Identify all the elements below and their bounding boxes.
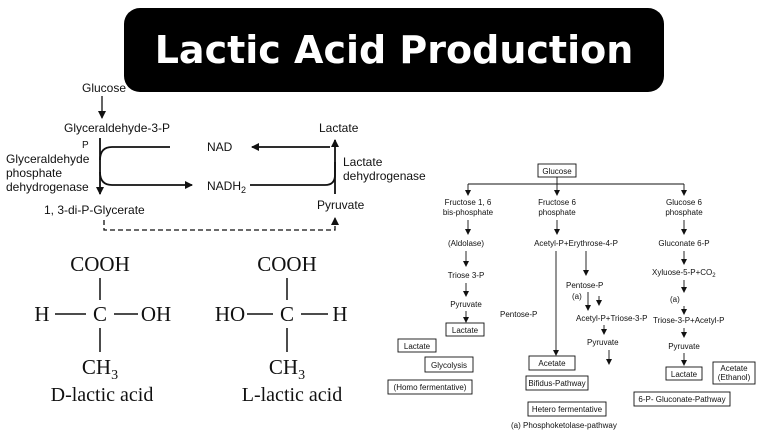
arc-nadh-pyruvate (250, 162, 336, 186)
rp-glycolysis: Glycolysis (431, 361, 467, 370)
d-cooh: COOH (70, 252, 130, 276)
gluconate-pathway-box (633, 391, 731, 407)
page-title: Lactic Acid Production (154, 28, 634, 72)
rp-a-mark-1: (a) (572, 292, 582, 301)
l-cooh: COOH (257, 252, 317, 276)
rp-pentose-left: Pentose-P (500, 310, 537, 319)
lactate-box-3 (665, 366, 703, 381)
rp-g6p-1: Glucose 6 (666, 198, 703, 207)
d-lactic-acid-structure: COOH H C OH CH3 D-lactic acid (34, 252, 171, 406)
fermentation-pathways: Glucose Fructose 1, 6 bis-phosphate (Ald… (387, 163, 756, 430)
rp-phosphoketolase: (a) Phosphoketolase-pathway (511, 421, 617, 430)
lactate-box-2 (397, 338, 437, 353)
rp-a-mark-2: (a) (670, 295, 680, 304)
rp-ethanol: (Ethanol) (718, 373, 751, 382)
rp-lactate-2: Lactate (404, 342, 431, 351)
glycolysis-cycle: Glucose Glyceraldehyde-3-P P Glyceraldeh… (6, 81, 426, 231)
glucose-label: Glucose (82, 81, 126, 95)
rp-pentose: Pentose-P (566, 281, 603, 290)
l-c: C (280, 302, 294, 326)
bifidus-box (525, 375, 589, 391)
rp-homo-fermentative: (Homo fermentative) (394, 383, 467, 392)
rp-acetyl-triose: Acetyl-P+Triose-3-P (576, 314, 648, 323)
rp-triose: Triose 3-P (448, 271, 485, 280)
l-h: H (332, 302, 347, 326)
d-lactic-acid-name: D-lactic acid (51, 384, 154, 406)
rp-g6p-2: phosphate (665, 208, 703, 217)
phosphate-mark: P (82, 140, 89, 151)
lactate-box-1 (445, 322, 485, 337)
l-ch3: CH3 (269, 355, 305, 383)
rp-triose-acetyl: Triose-3-P+Acetyl-P (653, 316, 725, 325)
rp-gluconate: Gluconate 6-P (658, 239, 709, 248)
enzyme-ldh-line1: Lactate (343, 155, 383, 169)
nadh-label: NADH2 (207, 179, 246, 195)
acetate-box (528, 355, 576, 371)
diphosphoglycerate-label: 1, 3-di-P-Glycerate (44, 203, 145, 217)
rp-hetero-fermentative: Hetero fermentative (532, 405, 603, 414)
rp-f6p-2: phosphate (538, 208, 576, 217)
nad-label: NAD (207, 140, 233, 154)
rp-gluconate-pathway: 6-P- Gluconate-Pathway (638, 395, 725, 404)
arc-nadh (99, 171, 193, 189)
acetate-ethanol-box (712, 361, 756, 385)
title-banner: Lactic Acid Production (124, 8, 664, 92)
rp-xylulose: Xyluose-5-P+CO2 (652, 268, 716, 279)
rp-pyruvate-3: Pyruvate (668, 342, 700, 351)
rp-glucose: Glucose (542, 167, 572, 176)
rp-lactate-3: Lactate (671, 370, 698, 379)
rp-acetyl-erythrose: Acetyl-P+Erythrose-4-P (534, 239, 618, 248)
rp-pyruvate-1: Pyruvate (450, 300, 482, 309)
homo-box (387, 379, 473, 395)
l-ho: HO (215, 302, 245, 326)
rp-f16bp-2: bis-phosphate (443, 208, 494, 217)
enzyme-gapdh-line1: Glyceraldehyde (6, 152, 90, 166)
rp-aldolase: (Aldolase) (448, 239, 484, 248)
hetero-box (527, 401, 607, 417)
l-lactic-acid-name: L-lactic acid (242, 384, 343, 406)
pyruvate-label: Pyruvate (317, 198, 365, 212)
enzyme-gapdh-line2: phosphate (6, 166, 62, 180)
arc-nad (99, 146, 170, 161)
enzyme-ldh-line2: dehydrogenase (343, 169, 426, 183)
l-lactic-acid-structure: COOH HO C H CH3 L-lactic acid (215, 252, 348, 406)
glycolysis-box (424, 356, 474, 373)
lactate-label: Lactate (319, 121, 359, 135)
d-h: H (34, 302, 49, 326)
d-c: C (93, 302, 107, 326)
glyceraldehyde-3p-label: Glyceraldehyde-3-P (64, 121, 170, 135)
rp-bifidus: Bifidus-Pathway (528, 379, 585, 388)
dashed-arrow-dpg-pyruvate (103, 217, 339, 231)
d-oh: OH (141, 302, 171, 326)
rp-acetate-2: Acetate (720, 364, 748, 373)
rp-lactate-1: Lactate (452, 326, 479, 335)
rp-f16bp-1: Fructose 1, 6 (445, 198, 492, 207)
rp-f6p-1: Fructose 6 (538, 198, 576, 207)
d-ch3: CH3 (82, 355, 118, 383)
rp-acetate: Acetate (538, 359, 566, 368)
enzyme-gapdh-line3: dehydrogenase (6, 180, 89, 194)
rp-pyruvate-2: Pyruvate (587, 338, 619, 347)
